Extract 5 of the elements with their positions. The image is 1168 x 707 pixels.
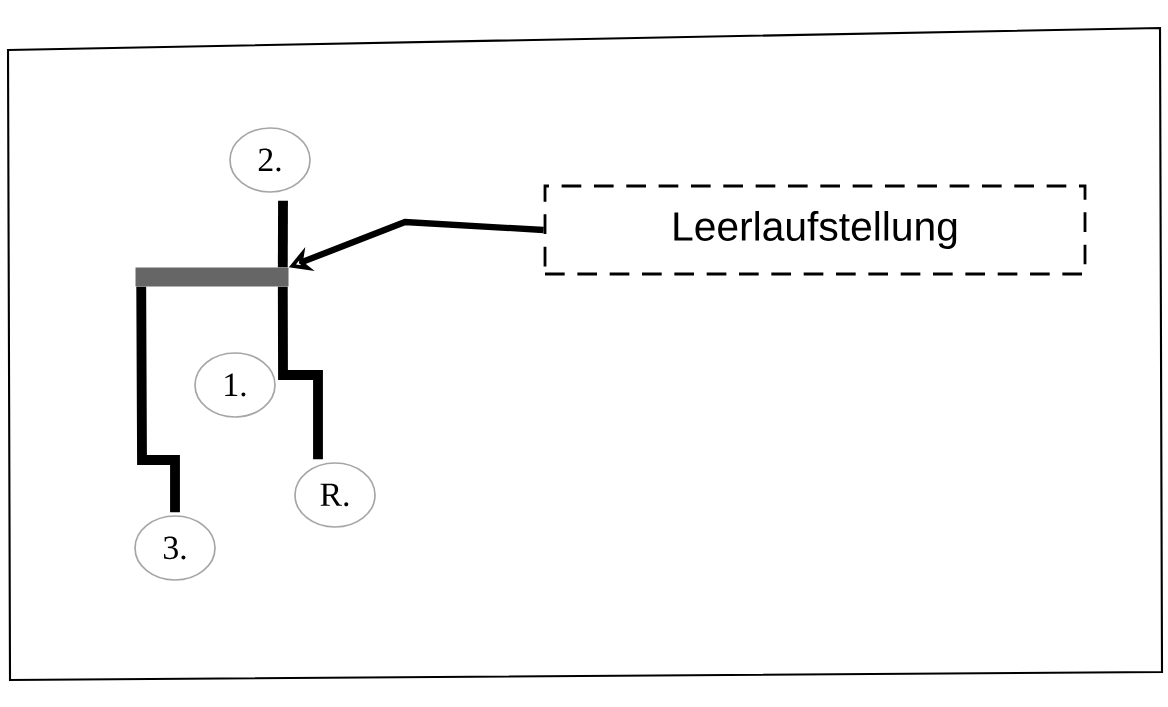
gate-line (277, 200, 288, 268)
callout-box: Leerlaufstellung (543, 184, 1087, 276)
neutral-bar (135, 267, 289, 287)
gate-line (277, 286, 323, 460)
gate-line (136, 286, 180, 513)
